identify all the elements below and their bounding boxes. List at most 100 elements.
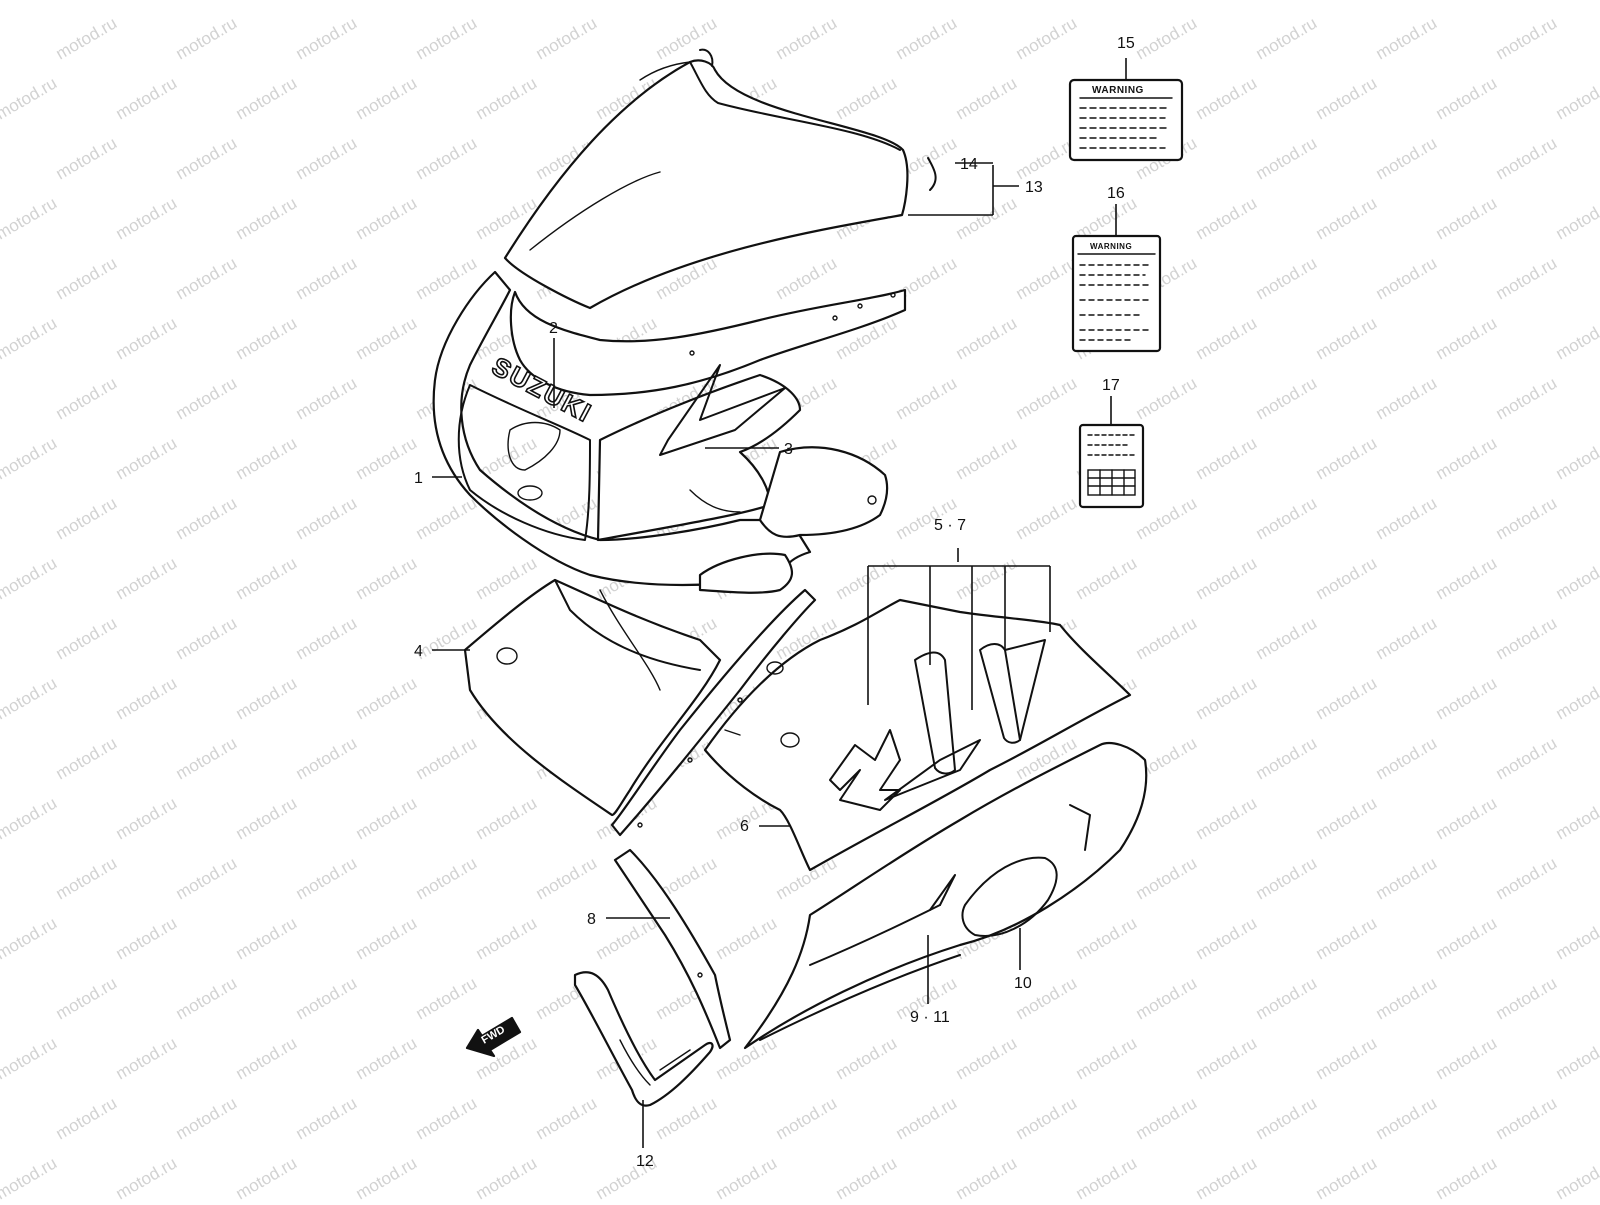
watermark-text: motod.ru (293, 853, 361, 903)
watermark-text: motod.ru (1433, 313, 1501, 363)
watermark-text: motod.ru (1193, 913, 1261, 963)
watermark-text: motod.ru (1313, 673, 1381, 723)
callout-5-7: 5 · 7 (934, 517, 966, 534)
watermark-text: motod.ru (1433, 793, 1501, 843)
watermark-text: motod.ru (413, 973, 481, 1023)
watermark-text: motod.ru (953, 0, 1021, 3)
watermark-text: motod.ru (233, 433, 301, 483)
watermark-text: motod.ru (1193, 0, 1261, 3)
watermark-text: motod.ru (1313, 1153, 1381, 1200)
watermark-text: motod.ru (173, 613, 241, 663)
watermark-text: motod.ru (233, 913, 301, 963)
watermark-text: motod.ru (0, 913, 60, 963)
watermark-text: motod.ru (473, 1153, 541, 1200)
watermark-text: motod.ru (893, 1093, 961, 1143)
watermark-text: motod.ru (1433, 1033, 1501, 1083)
watermark-text: motod.ru (1553, 913, 1600, 963)
watermark-text: motod.ru (1133, 853, 1201, 903)
watermark-text: motod.ru (1013, 493, 1081, 543)
watermark-text: motod.ru (1553, 1153, 1600, 1200)
watermark-text: motod.ru (233, 73, 301, 123)
watermark-text: motod.ru (1553, 0, 1600, 3)
watermark-text: motod.ru (0, 1153, 60, 1200)
watermark-text: motod.ru (1313, 313, 1381, 363)
watermark-text: motod.ru (353, 193, 421, 243)
watermark-text: motod.ru (53, 973, 121, 1023)
watermark-text: motod.ru (1553, 313, 1600, 363)
watermark-text: motod.ru (1253, 853, 1321, 903)
watermark-text: motod.ru (1493, 253, 1561, 303)
watermark-text: motod.ru (113, 793, 181, 843)
watermark-text: motod.ru (1073, 1153, 1141, 1200)
callout-12: 12 (636, 1153, 654, 1170)
watermark-text: motod.ru (113, 0, 181, 3)
watermark-text: motod.ru (0, 313, 60, 363)
watermark-text: motod.ru (1253, 373, 1321, 423)
watermark-text: motod.ru (53, 13, 121, 63)
watermark-text: motod.ru (113, 73, 181, 123)
watermark-text: motod.ru (1553, 793, 1600, 843)
watermark-text: motod.ru (113, 433, 181, 483)
watermark-text: motod.ru (1313, 193, 1381, 243)
watermark-text: motod.ru (173, 733, 241, 783)
watermark-text: motod.ru (293, 133, 361, 183)
watermark-text: motod.ru (1373, 1093, 1441, 1143)
watermark-text: motod.ru (1373, 853, 1441, 903)
watermark-text: motod.ru (1013, 373, 1081, 423)
watermark-text: motod.ru (293, 373, 361, 423)
watermark-text: motod.ru (473, 913, 541, 963)
watermark-text: motod.ru (1553, 1033, 1600, 1083)
watermark-text: motod.ru (1253, 133, 1321, 183)
watermark-text: motod.ru (773, 253, 841, 303)
watermark-text: motod.ru (1433, 0, 1501, 3)
watermark-text: motod.ru (53, 373, 121, 423)
watermark-text: motod.ru (353, 313, 421, 363)
watermark-text: motod.ru (53, 133, 121, 183)
watermark-text: motod.ru (713, 1153, 781, 1200)
callout-16: 16 (1107, 185, 1125, 202)
watermark-text: motod.ru (953, 553, 1021, 603)
watermark-text: motod.ru (0, 673, 60, 723)
info-label-17 (1080, 425, 1143, 507)
watermark-text: motod.ru (1253, 493, 1321, 543)
watermark-text: motod.ru (413, 253, 481, 303)
watermark-text: motod.ru (1313, 913, 1381, 963)
watermark-text: motod.ru (353, 1153, 421, 1200)
callout-14: 14 (960, 156, 978, 173)
watermark-text: motod.ru (1133, 973, 1201, 1023)
watermark-text: motod.ru (173, 493, 241, 543)
watermark-text: motod.ru (1493, 133, 1561, 183)
callout-8: 8 (587, 911, 596, 928)
watermark-text: motod.ru (1193, 193, 1261, 243)
watermark-text: motod.ru (1553, 73, 1600, 123)
watermark-text: motod.ru (1193, 673, 1261, 723)
watermark-text: motod.ru (833, 1033, 901, 1083)
watermark-text: motod.ru (1493, 613, 1561, 663)
watermark-text: motod.ru (353, 553, 421, 603)
watermark-text: motod.ru (1073, 1033, 1141, 1083)
watermark-text: motod.ru (893, 373, 961, 423)
watermark-text: motod.ru (1493, 733, 1561, 783)
watermark-text: motod.ru (1553, 553, 1600, 603)
watermark-text: motod.ru (173, 373, 241, 423)
watermark-text: motod.ru (413, 493, 481, 543)
watermark-text: motod.ru (293, 613, 361, 663)
watermark-text: motod.ru (953, 313, 1021, 363)
watermark-text: motod.ru (1193, 1033, 1261, 1083)
watermark-text: motod.ru (1373, 733, 1441, 783)
watermark-text: motod.ru (473, 793, 541, 843)
warning-label-16: WARNING (1073, 236, 1160, 351)
watermark-text: motod.ru (1433, 193, 1501, 243)
watermark-text: motod.ru (113, 673, 181, 723)
watermark-text: motod.ru (1433, 913, 1501, 963)
watermark-text: motod.ru (1133, 613, 1201, 663)
watermark-text: motod.ru (293, 733, 361, 783)
watermark-text: motod.ru (833, 1153, 901, 1200)
watermark-text: motod.ru (1553, 193, 1600, 243)
watermark-text: motod.ru (113, 193, 181, 243)
inner-panel (465, 580, 720, 815)
watermark-text: motod.ru (293, 1093, 361, 1143)
watermark-text: motod.ru (233, 1033, 301, 1083)
watermark-text: motod.ru (953, 1153, 1021, 1200)
watermark-text: motod.ru (113, 553, 181, 603)
